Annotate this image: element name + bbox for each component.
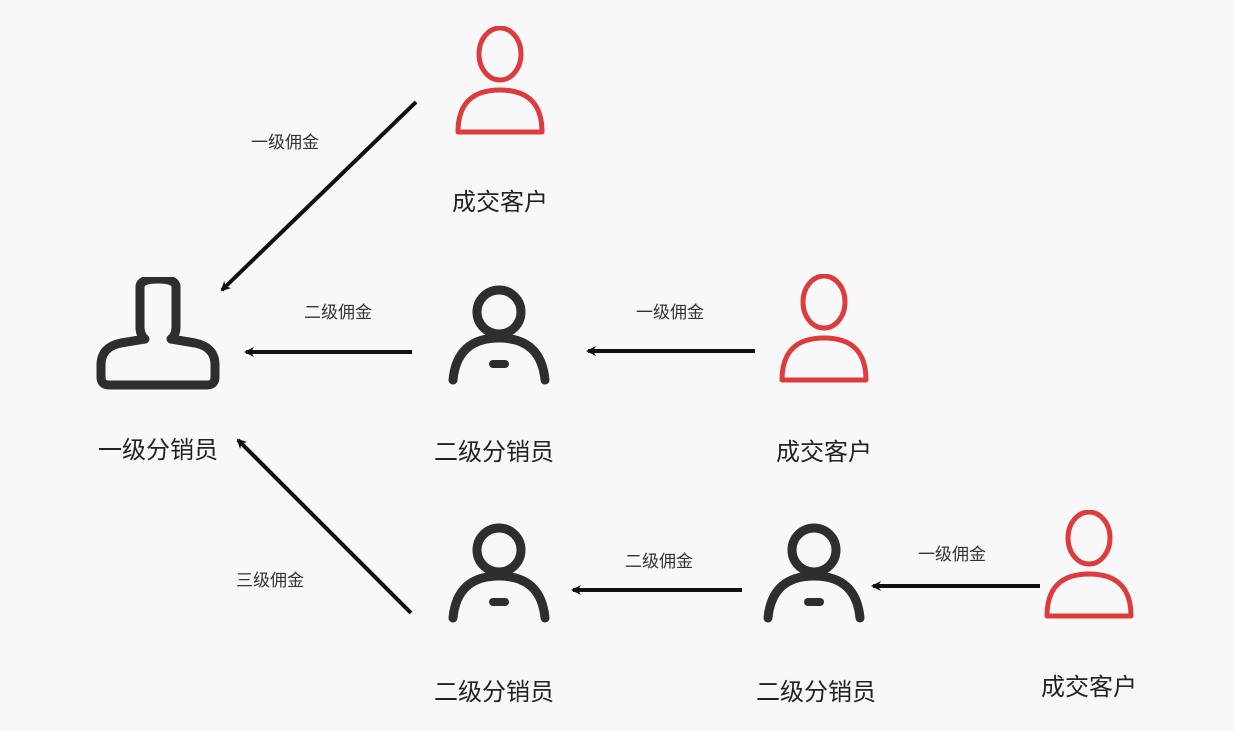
distributor-level1-node xyxy=(95,277,221,391)
node-label-customer-1: 成交客户 xyxy=(452,188,548,216)
customer-node-2 xyxy=(776,274,872,386)
user-icon xyxy=(96,277,220,390)
edge-label-level3-commission: 三级佣金 xyxy=(236,571,304,591)
edge-label-level2-commission-1: 二级佣金 xyxy=(304,303,372,323)
distributor-level2-node-1 xyxy=(447,284,551,388)
user-outline-icon xyxy=(779,274,869,383)
node-label-distributor-level2-2: 二级分销员 xyxy=(434,678,554,706)
node-label-distributor-level2-3: 二级分销员 xyxy=(756,678,876,706)
node-label-distributor-level2-1: 二级分销员 xyxy=(434,438,554,466)
node-label-distributor-level1: 一级分销员 xyxy=(98,436,218,464)
edge-label-level1-commission-2: 一级佣金 xyxy=(636,303,704,323)
commission-arrow-3 xyxy=(236,438,413,615)
edge-label-level2-commission-2: 二级佣金 xyxy=(625,552,693,572)
distributor-level2-node-2 xyxy=(447,522,551,626)
user-icon xyxy=(448,285,550,385)
user-icon xyxy=(448,523,550,623)
user-icon xyxy=(763,523,865,623)
node-label-customer-3: 成交客户 xyxy=(1041,673,1137,701)
distributor-level2-node-3 xyxy=(762,522,866,626)
node-label-customer-2: 成交客户 xyxy=(776,438,872,466)
user-outline-icon xyxy=(1044,510,1134,619)
edge-label-level1-commission-1: 一级佣金 xyxy=(251,133,319,153)
edge-label-level1-commission-3: 一级佣金 xyxy=(918,545,986,565)
commission-arrow-0 xyxy=(220,100,418,292)
customer-node-1 xyxy=(452,26,548,138)
user-outline-icon xyxy=(455,26,545,135)
customer-node-3 xyxy=(1041,510,1137,622)
